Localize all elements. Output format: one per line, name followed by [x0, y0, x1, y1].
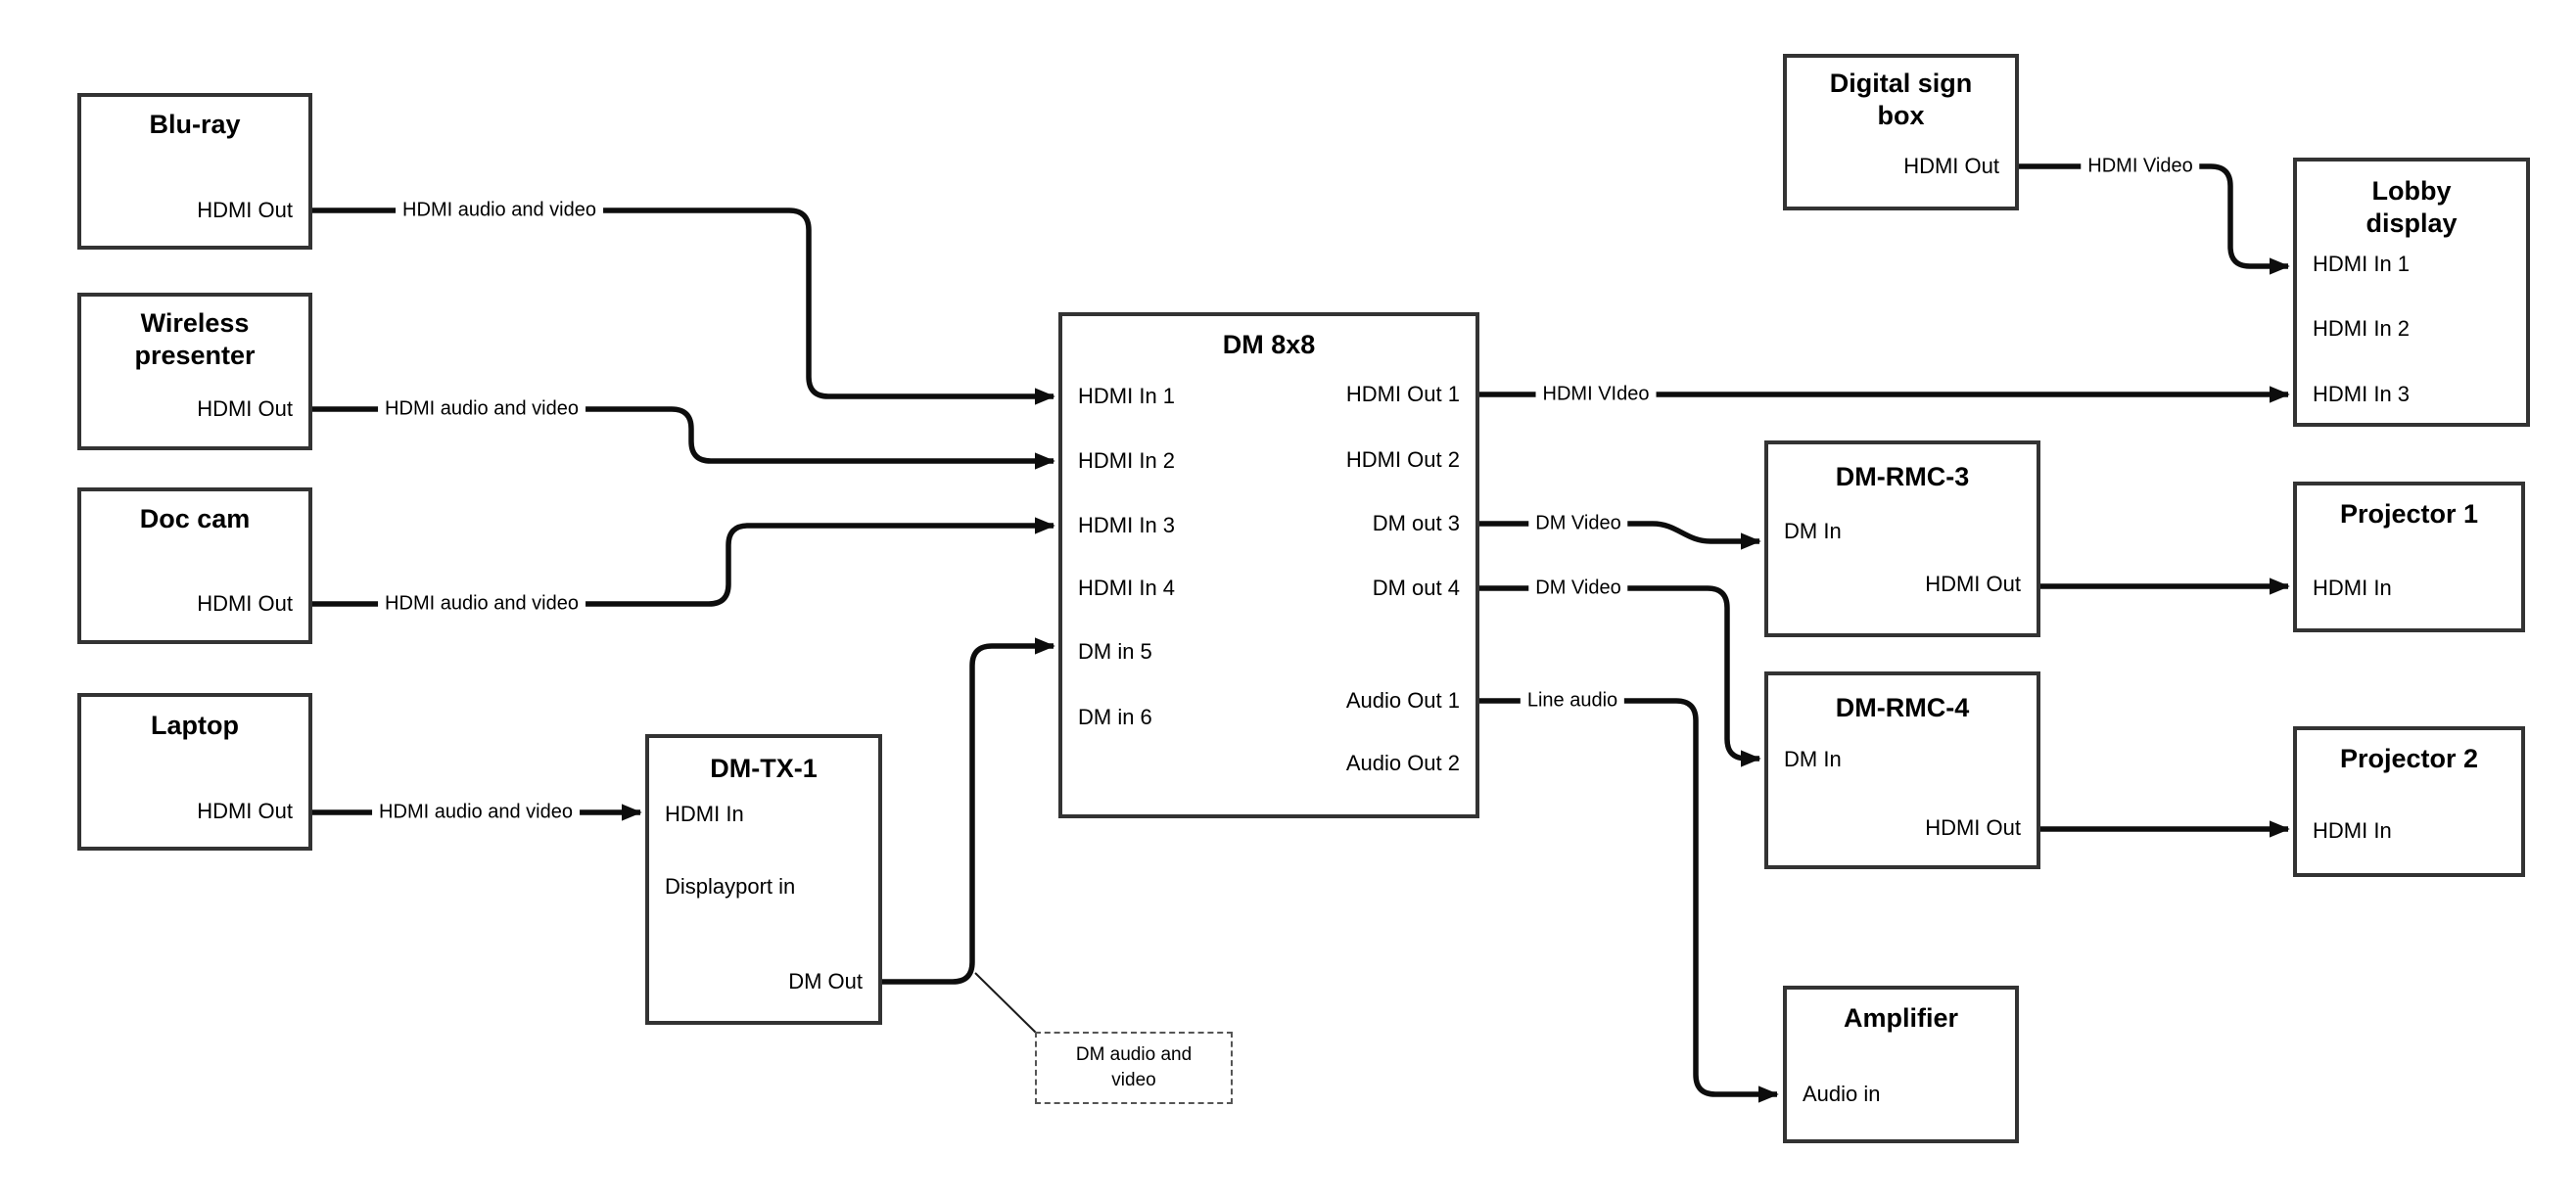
- node-projector-2: Projector 2 HDMI In: [2293, 726, 2525, 877]
- node-title: Blu-ray: [149, 110, 241, 139]
- edge-label-hdmi-video-digisign: HDMI Video: [2081, 155, 2200, 178]
- node-wireless-presenter: Wireless presenter HDMI Out: [77, 293, 312, 450]
- port-hdmi-out: HDMI Out: [1925, 572, 2021, 596]
- node-blu-ray: Blu-ray HDMI Out: [77, 93, 312, 250]
- port-hdmi-out: HDMI Out: [1903, 154, 1999, 178]
- port-hdmi-in-3: HDMI In 3: [2313, 382, 2411, 406]
- edge-label-hdmi-video-out1: HDMI VIdeo: [1535, 383, 1657, 406]
- node-title: Projector 1: [2339, 499, 2479, 529]
- edge-digisign-to-lobby-hdmi-in-1: [2018, 163, 2290, 275]
- node-title: Lobby display: [2365, 176, 2458, 238]
- node-title: DM-RMC-3: [1835, 462, 1970, 491]
- port-hdmi-in-1: HDMI In 1: [1078, 384, 1176, 408]
- port-hdmi-out: HDMI Out: [197, 396, 293, 421]
- port-hdmi-in: HDMI In: [2313, 576, 2392, 600]
- node-dm-8x8: DM 8x8 HDMI In 1 HDMI In 2 HDMI In 3 HDM…: [1058, 312, 1479, 818]
- edge-bluray-to-dm8x8-hdmi-in-1: [312, 208, 1055, 405]
- edge-dmtx1-dm-out-to-dm8x8-dm-in-5: [882, 637, 1055, 985]
- port-dm-in-6: DM in 6: [1078, 705, 1152, 729]
- note-leader-line: [974, 972, 1038, 1035]
- port-audio-in: Audio in: [1803, 1082, 1881, 1106]
- edge-dm8x8-audio-out-1-to-amp-audio-in: [1479, 698, 1779, 1103]
- edge-label-dm-video-out4: DM Video: [1528, 577, 1628, 600]
- port-hdmi-out: HDMI Out: [1925, 815, 2021, 840]
- node-projector-1: Projector 1 HDMI In: [2293, 482, 2525, 632]
- port-dm-in-5: DM in 5: [1078, 639, 1152, 664]
- node-laptop: Laptop HDMI Out: [77, 693, 312, 851]
- edge-label-hdmi-audio-video-bluray: HDMI audio and video: [396, 199, 603, 222]
- port-hdmi-out: HDMI Out: [197, 799, 293, 823]
- edge-wireless-to-dm8x8-hdmi-in-2: [312, 406, 1055, 470]
- edge-dm8x8-dm-out-3-to-rmc3-dm-in: [1479, 521, 1761, 550]
- node-title: Projector 2: [2339, 744, 2479, 773]
- port-hdmi-out: HDMI Out: [197, 198, 293, 222]
- edge-dm8x8-dm-out-4-to-rmc4-dm-in: [1479, 585, 1761, 767]
- port-hdmi-in: HDMI In: [2313, 818, 2392, 843]
- node-title: Amplifier: [1843, 1003, 1959, 1033]
- node-title: Wireless presenter: [134, 308, 256, 370]
- port-dm-out-3: DM out 3: [1372, 511, 1460, 535]
- port-hdmi-in: HDMI In: [665, 802, 744, 826]
- node-dm-rmc-3: DM-RMC-3 DM In HDMI Out: [1764, 440, 2040, 637]
- port-hdmi-out-2: HDMI Out 2: [1345, 447, 1460, 472]
- port-hdmi-in-3: HDMI In 3: [1078, 513, 1176, 537]
- node-doc-cam: Doc cam HDMI Out: [77, 487, 312, 644]
- node-title: DM 8x8: [1222, 330, 1316, 359]
- node-title: Doc cam: [139, 504, 251, 533]
- edge-label-hdmi-audio-video-doccam: HDMI audio and video: [378, 592, 585, 616]
- port-audio-out-2: Audio Out 2: [1345, 751, 1460, 775]
- port-hdmi-in-2: HDMI In 2: [1078, 448, 1176, 473]
- node-amplifier: Amplifier Audio in: [1783, 986, 2019, 1143]
- port-hdmi-in-1: HDMI In 1: [2313, 252, 2411, 276]
- node-dm-rmc-4: DM-RMC-4 DM In HDMI Out: [1764, 671, 2040, 869]
- node-title: Digital sign box: [1829, 69, 1973, 130]
- node-title: Laptop: [151, 711, 239, 740]
- port-hdmi-out-1: HDMI Out 1: [1345, 382, 1460, 406]
- port-dm-in: DM In: [1784, 519, 1842, 543]
- node-title: DM-TX-1: [710, 754, 818, 783]
- port-dm-in: DM In: [1784, 747, 1842, 771]
- port-hdmi-in-4: HDMI In 4: [1078, 576, 1176, 600]
- edge-label-hdmi-audio-video-laptop: HDMI audio and video: [372, 801, 580, 824]
- edge-label-dm-video-out3: DM Video: [1528, 512, 1628, 535]
- node-lobby-display: Lobby display HDMI In 1 HDMI In 2 HDMI I…: [2293, 158, 2530, 427]
- port-audio-out-1: Audio Out 1: [1345, 688, 1460, 713]
- port-displayport-in: Displayport in: [665, 874, 796, 899]
- edge-doccam-to-dm8x8-hdmi-in-3: [312, 517, 1055, 607]
- edge-label-hdmi-audio-video-wireless: HDMI audio and video: [378, 397, 585, 421]
- port-hdmi-out: HDMI Out: [197, 591, 293, 616]
- node-digital-sign-box: Digital sign box HDMI Out: [1783, 54, 2019, 210]
- port-dm-out-4: DM out 4: [1372, 576, 1460, 600]
- annotation-dm-audio-video: DM audio and video: [1035, 1032, 1233, 1104]
- node-title: DM-RMC-4: [1835, 693, 1970, 722]
- port-dm-out: DM Out: [788, 969, 863, 993]
- edge-label-line-audio: Line audio: [1520, 689, 1625, 713]
- port-hdmi-in-2: HDMI In 2: [2313, 316, 2411, 341]
- node-dm-tx-1: DM-TX-1 HDMI In Displayport in DM Out: [645, 734, 882, 1025]
